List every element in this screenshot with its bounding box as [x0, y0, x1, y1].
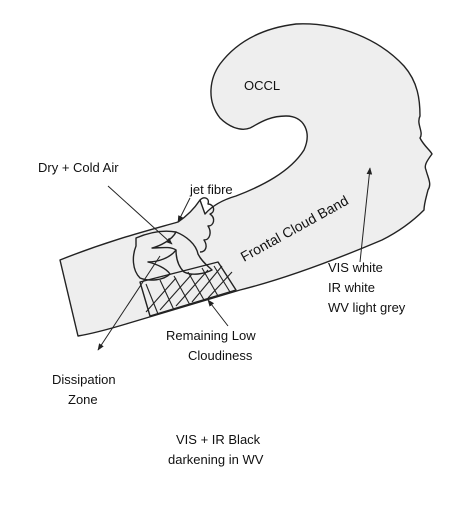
jet-fibre-label: jet fibre: [189, 182, 233, 197]
low-cloudiness-hatch: [139, 261, 237, 317]
ir-white-label: IR white: [328, 280, 375, 295]
vis-white-label: VIS white: [328, 260, 383, 275]
occl-label: OCCL: [244, 78, 280, 93]
cloud-scalloped-edge: [199, 197, 215, 253]
jet-fibre-arrow: [177, 197, 191, 223]
remaining-low-label: Remaining Low: [166, 328, 256, 343]
zone-label: Zone: [68, 392, 98, 407]
frontal-cloud-band-shape: [59, 23, 433, 337]
dissipation-zone-arrow: [97, 255, 161, 351]
vis-ir-black-label: VIS + IR Black: [176, 432, 261, 447]
cloudiness-label: Cloudiness: [188, 348, 253, 363]
jet-fibre-lobes: [132, 230, 177, 281]
darkening-wv-label: darkening in WV: [168, 452, 264, 467]
dry-cold-air-label: Dry + Cold Air: [38, 160, 119, 175]
remaining-low-arrow: [207, 299, 229, 327]
dissipation-label: Dissipation: [52, 372, 116, 387]
dry-cold-air-arrow: [107, 185, 173, 245]
jet-fibre-blob: [175, 231, 213, 275]
wv-light-grey-arrow: [359, 167, 373, 263]
wv-light-grey-label: WV light grey: [328, 300, 406, 315]
